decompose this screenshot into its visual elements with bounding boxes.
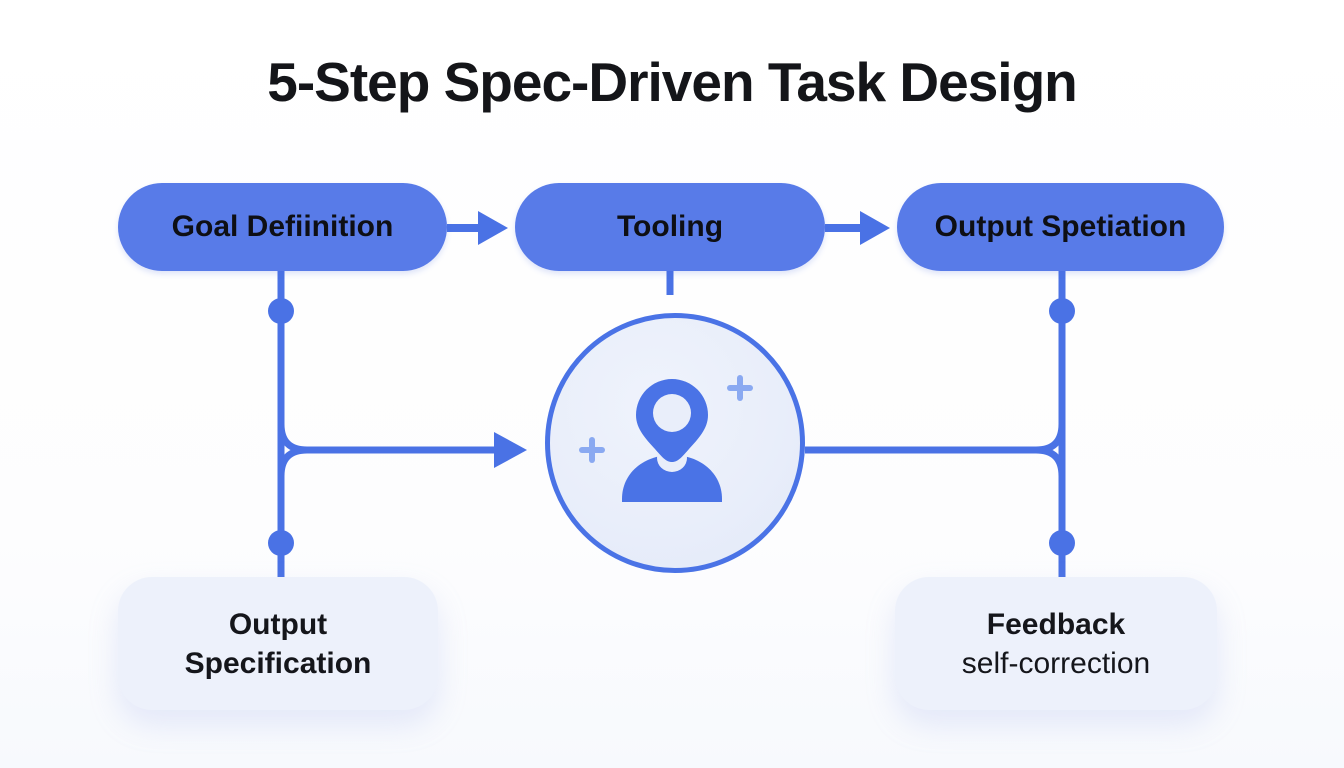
plus-decoration (579, 375, 753, 463)
junction-dot (1049, 530, 1075, 556)
step-label: Output Spetiation (934, 210, 1187, 243)
person-pin-icon (545, 313, 805, 578)
box-line: Specification (184, 646, 372, 680)
connector-right-branch-bottom (1035, 446, 1066, 477)
arrowhead-goal-to-tooling (478, 211, 508, 245)
step-label: Tooling (616, 210, 724, 243)
step-label: Goal Defiinition (171, 210, 394, 243)
connector-left-branch-bottom (277, 446, 308, 477)
feedback-self-correction-box[interactable]: Feedback self-correction (895, 577, 1217, 710)
connector-left-branch-top (277, 423, 494, 454)
step-output-spetiation[interactable]: Output Spetiation (897, 183, 1224, 271)
arrowhead-tooling-to-output (860, 211, 890, 245)
person-pin-hole (653, 394, 691, 432)
junction-dot (268, 298, 294, 324)
output-specification-box[interactable]: Output Specification (118, 577, 438, 710)
page-title: 5-Step Spec-Driven Task Design (267, 51, 1078, 113)
step-tooling[interactable]: Tooling (515, 183, 825, 271)
junction-dot (1049, 298, 1075, 324)
box-line: self-correction (961, 646, 1151, 680)
box-line: Feedback (986, 607, 1126, 641)
connector-right-branch-top (1035, 423, 1066, 454)
junction-dot (268, 530, 294, 556)
step-goal-definition[interactable]: Goal Defiinition (118, 183, 447, 271)
box-line: Output (228, 607, 328, 641)
person-torso (622, 455, 722, 502)
arrowhead-left-to-hub (494, 432, 527, 468)
